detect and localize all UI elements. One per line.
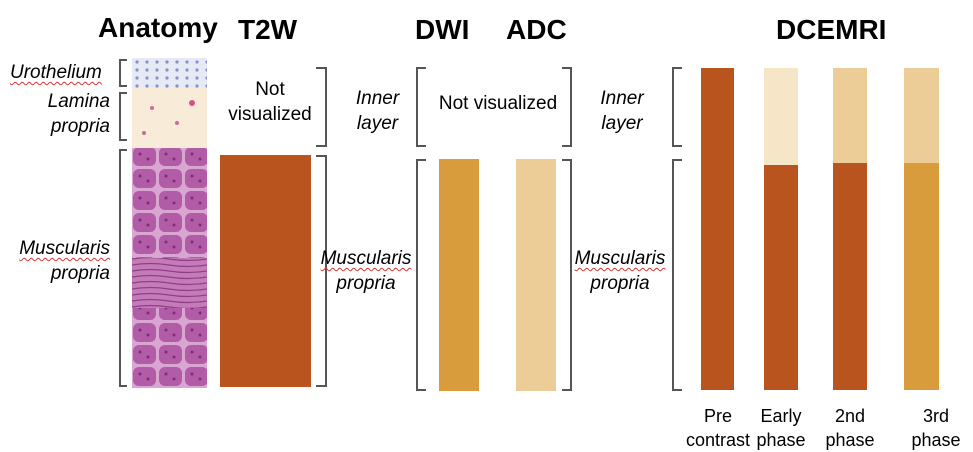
label-muscularis-propria: Muscularis propria <box>19 238 110 284</box>
middle-inner-layer-label: Inner layer <box>355 88 400 134</box>
histology-image <box>132 58 207 388</box>
dce-3rd-inner-bar <box>904 68 939 163</box>
right-muscularis-label: Muscularis propria <box>574 248 666 294</box>
label-lamina-propria: Lamina propria <box>47 91 110 137</box>
phase-caption-2nd: 2nd phase <box>825 406 875 450</box>
header-t2w: T2W <box>238 14 298 45</box>
dwi-adc-not-visualized: Not visualized <box>438 93 558 114</box>
right-inner-layer-label: Inner layer <box>600 88 644 134</box>
dwi-muscularis-bar <box>439 159 479 391</box>
dce-2nd-muscularis-bar <box>833 163 867 390</box>
phase-caption-pre-contrast: Pre contrast <box>685 406 751 450</box>
t2w-not-visualized: Not visualized <box>228 79 312 125</box>
label-urothelium: Urothelium <box>10 62 102 83</box>
header-dwi: DWI <box>415 14 470 45</box>
dce-early-muscularis-bar <box>764 165 798 390</box>
t2w-muscularis-bar <box>220 155 311 387</box>
phase-caption-early: Early phase <box>756 406 806 450</box>
adc-muscularis-bar <box>516 159 556 391</box>
dce-2nd-inner-bar <box>833 68 867 163</box>
dce-early-inner-bar <box>764 68 798 165</box>
phase-caption-3rd: 3rd phase <box>911 406 961 450</box>
header-adc: ADC <box>506 14 567 45</box>
header-dcemri: DCEMRI <box>776 14 887 45</box>
dce-3rd-muscularis-bar <box>904 163 939 390</box>
header-anatomy: Anatomy <box>98 12 218 43</box>
middle-muscularis-label: Muscularis propria <box>320 248 412 294</box>
dce-pre-contrast-bar <box>701 68 734 390</box>
